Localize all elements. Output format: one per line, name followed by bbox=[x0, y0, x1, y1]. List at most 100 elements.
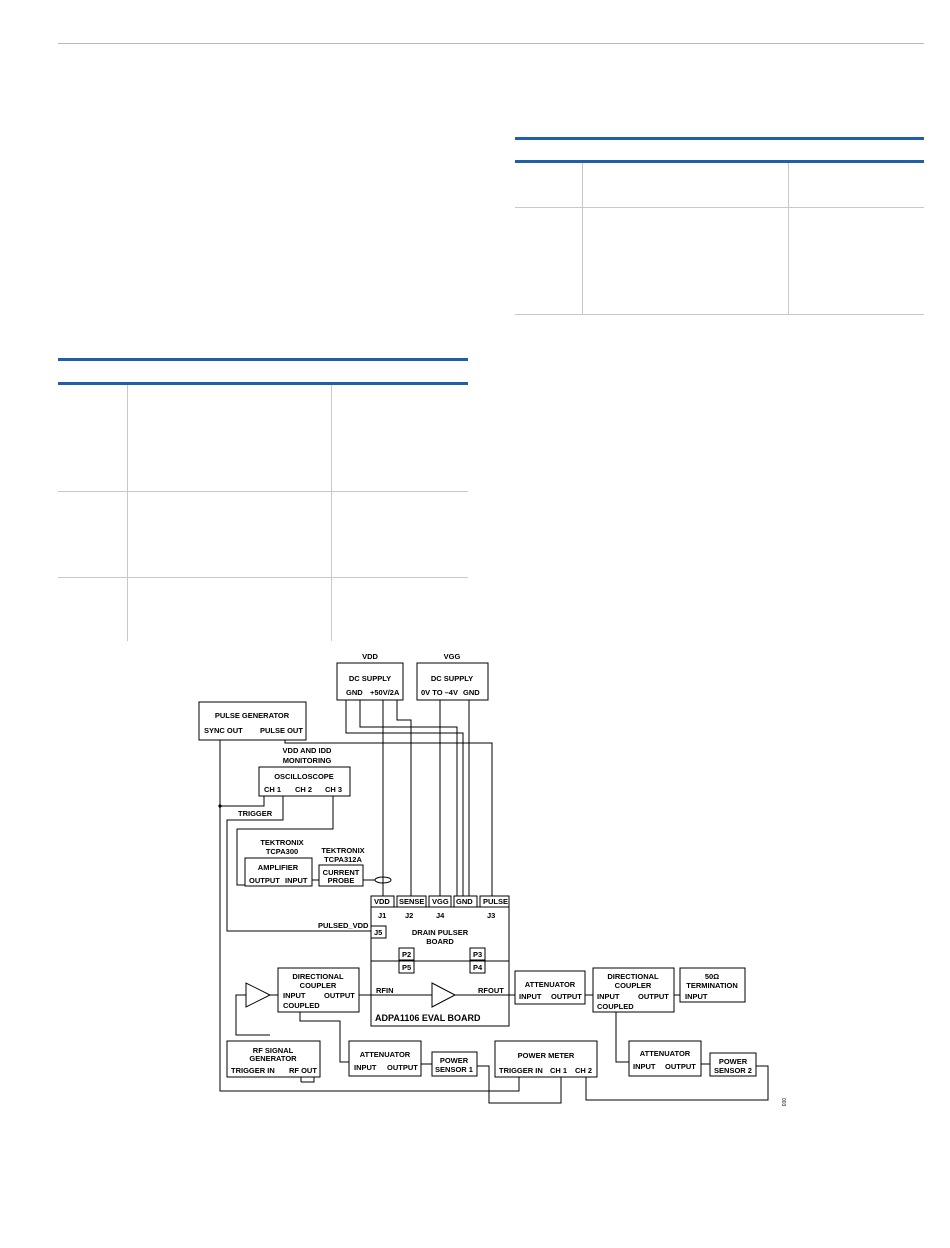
svg-text:ATTENUATOR: ATTENUATOR bbox=[525, 980, 576, 989]
attenuator-3: ATTENUATOR INPUT OUTPUT bbox=[628, 1040, 702, 1077]
tektronix-label-2a: TEKTRONIX bbox=[321, 846, 364, 855]
svg-text:SENSOR 1: SENSOR 1 bbox=[435, 1065, 473, 1074]
tektronix-label-2b: TCPA312A bbox=[324, 855, 362, 864]
svg-text:+50V/2A: +50V/2A bbox=[370, 688, 400, 697]
wiring bbox=[218, 700, 769, 1104]
svg-text:POWER: POWER bbox=[719, 1057, 748, 1066]
svg-text:OUTPUT: OUTPUT bbox=[249, 876, 280, 885]
connector-row: VDD SENSE VGG GND PULSE J1 J2 J4 J3 bbox=[370, 895, 510, 920]
svg-text:J3: J3 bbox=[487, 911, 495, 920]
svg-text:POWER: POWER bbox=[440, 1056, 469, 1065]
svg-text:TRIGGER IN: TRIGGER IN bbox=[231, 1066, 275, 1075]
svg-text:J5: J5 bbox=[374, 928, 382, 937]
svg-text:GND: GND bbox=[456, 897, 473, 906]
vgg-label: VGG bbox=[444, 652, 461, 661]
svg-text:ATTENUATOR: ATTENUATOR bbox=[360, 1050, 411, 1059]
attenuator-2: ATTENUATOR INPUT OUTPUT bbox=[348, 1040, 422, 1077]
header-rule bbox=[58, 43, 924, 44]
svg-text:PULSE GENERATOR: PULSE GENERATOR bbox=[215, 711, 290, 720]
svg-text:J2: J2 bbox=[405, 911, 413, 920]
svg-text:P5: P5 bbox=[402, 963, 411, 972]
svg-text:TRIGGER IN: TRIGGER IN bbox=[499, 1066, 543, 1075]
svg-text:VGG: VGG bbox=[432, 897, 449, 906]
pulse-generator: PULSE GENERATOR SYNC OUT PULSE OUT bbox=[198, 701, 307, 741]
driver-amplifier-triangle bbox=[245, 982, 272, 1008]
svg-text:CH 1: CH 1 bbox=[550, 1066, 567, 1075]
trigger-label: TRIGGER bbox=[238, 809, 273, 818]
svg-text:RF SIGNAL: RF SIGNAL bbox=[253, 1046, 294, 1055]
directional-coupler-left: DIRECTIONAL COUPLER INPUT OUTPUT COUPLED bbox=[277, 967, 360, 1013]
svg-text:COUPLED: COUPLED bbox=[283, 1001, 320, 1010]
oscilloscope: OSCILLOSCOPE CH 1 CH 2 CH 3 bbox=[258, 766, 351, 797]
power-sensor-1: POWER SENSOR 1 bbox=[431, 1051, 478, 1077]
svg-text:INPUT: INPUT bbox=[597, 992, 620, 1001]
svg-text:RFOUT: RFOUT bbox=[478, 986, 504, 995]
svg-text:COUPLER: COUPLER bbox=[300, 981, 337, 990]
drain-pulser-board: DRAIN PULSER BOARD J5 P2 P5 P3 P4 RFIN R… bbox=[370, 906, 510, 1027]
svg-text:SYNC OUT: SYNC OUT bbox=[204, 726, 243, 735]
svg-text:ATTENUATOR: ATTENUATOR bbox=[640, 1049, 691, 1058]
svg-text:RFIN: RFIN bbox=[376, 986, 394, 995]
tektronix-label-1a: TEKTRONIX bbox=[260, 838, 303, 847]
svg-text:DC SUPPLY: DC SUPPLY bbox=[349, 674, 391, 683]
dc-supply-vgg: DC SUPPLY 0V TO –4V GND bbox=[416, 662, 489, 701]
svg-text:OUTPUT: OUTPUT bbox=[387, 1063, 418, 1072]
svg-text:POWER METER: POWER METER bbox=[518, 1051, 575, 1060]
svg-text:CURRENT: CURRENT bbox=[323, 868, 360, 877]
svg-text:DC SUPPLY: DC SUPPLY bbox=[431, 674, 473, 683]
svg-text:PULSE: PULSE bbox=[483, 897, 508, 906]
attenuator-1: ATTENUATOR INPUT OUTPUT bbox=[514, 970, 586, 1005]
svg-text:BOARD: BOARD bbox=[426, 937, 454, 946]
dc-supply-vdd: DC SUPPLY GND +50V/2A bbox=[336, 662, 404, 701]
svg-text:SENSOR 2: SENSOR 2 bbox=[714, 1066, 752, 1075]
svg-text:PROBE: PROBE bbox=[328, 876, 355, 885]
svg-text:J4: J4 bbox=[436, 911, 445, 920]
svg-text:GND: GND bbox=[463, 688, 480, 697]
svg-text:INPUT: INPUT bbox=[283, 991, 306, 1000]
svg-text:GENERATOR: GENERATOR bbox=[249, 1054, 297, 1063]
svg-text:DIRECTIONAL: DIRECTIONAL bbox=[607, 972, 659, 981]
rf-signal-generator: RF SIGNAL GENERATOR TRIGGER IN RF OUT bbox=[226, 1040, 321, 1078]
monitoring-label-1: VDD AND IDD bbox=[283, 746, 332, 755]
svg-text:SENSE: SENSE bbox=[399, 897, 424, 906]
svg-text:INPUT: INPUT bbox=[519, 992, 542, 1001]
svg-text:TERMINATION: TERMINATION bbox=[686, 981, 738, 990]
termination-50ohm: 50Ω TERMINATION INPUT bbox=[679, 967, 746, 1003]
svg-text:OUTPUT: OUTPUT bbox=[665, 1062, 696, 1071]
svg-text:VDD: VDD bbox=[374, 897, 390, 906]
svg-text:AMPLIFIER: AMPLIFIER bbox=[258, 863, 299, 872]
svg-text:CH 3: CH 3 bbox=[325, 785, 342, 794]
figure-id: 003 bbox=[780, 1098, 786, 1107]
svg-text:INPUT: INPUT bbox=[633, 1062, 656, 1071]
svg-text:P4: P4 bbox=[473, 963, 483, 972]
svg-text:OUTPUT: OUTPUT bbox=[324, 991, 355, 1000]
svg-text:0V TO –4V: 0V TO –4V bbox=[421, 688, 458, 697]
power-meter: POWER METER TRIGGER IN CH 1 CH 2 bbox=[494, 1040, 598, 1078]
monitoring-label-2: MONITORING bbox=[283, 756, 332, 765]
svg-text:RF OUT: RF OUT bbox=[289, 1066, 317, 1075]
svg-text:J1: J1 bbox=[378, 911, 386, 920]
svg-text:INPUT: INPUT bbox=[285, 876, 308, 885]
svg-text:P2: P2 bbox=[402, 950, 411, 959]
svg-text:P3: P3 bbox=[473, 950, 482, 959]
svg-text:GND: GND bbox=[346, 688, 363, 697]
svg-text:CH 1: CH 1 bbox=[264, 785, 281, 794]
power-sensor-2: POWER SENSOR 2 bbox=[709, 1052, 757, 1077]
svg-text:OUTPUT: OUTPUT bbox=[638, 992, 669, 1001]
svg-text:OSCILLOSCOPE: OSCILLOSCOPE bbox=[274, 772, 334, 781]
svg-text:DIRECTIONAL: DIRECTIONAL bbox=[292, 972, 344, 981]
amplifier: AMPLIFIER OUTPUT INPUT bbox=[244, 857, 313, 887]
current-probe: CURRENT PROBE bbox=[318, 864, 364, 887]
svg-text:ADPA1106 EVAL BOARD: ADPA1106 EVAL BOARD bbox=[375, 1013, 481, 1023]
svg-text:50Ω: 50Ω bbox=[705, 972, 719, 981]
directional-coupler-right: DIRECTIONAL COUPLER INPUT OUTPUT COUPLED bbox=[592, 967, 675, 1013]
tektronix-label-1b: TCPA300 bbox=[266, 847, 298, 856]
vdd-label: VDD bbox=[362, 652, 378, 661]
svg-text:CH 2: CH 2 bbox=[295, 785, 312, 794]
svg-text:INPUT: INPUT bbox=[685, 992, 708, 1001]
svg-text:COUPLER: COUPLER bbox=[615, 981, 652, 990]
svg-text:PULSE OUT: PULSE OUT bbox=[260, 726, 303, 735]
svg-text:COUPLED: COUPLED bbox=[597, 1002, 634, 1011]
svg-text:CH 2: CH 2 bbox=[575, 1066, 592, 1075]
